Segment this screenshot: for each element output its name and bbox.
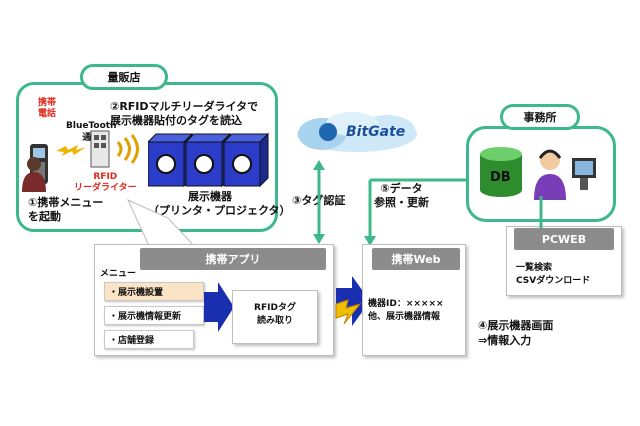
person-icon [22,157,46,192]
rfid-label: RFID リーダライター [74,172,137,193]
menu-item-store-register[interactable]: ・店舗登録 [104,330,194,349]
rf-wave-icon [116,134,139,164]
rfid-read-text: RFIDタグ 読み取り [254,303,296,326]
step3-arrow [313,160,325,244]
step2-text: ②RFIDマルチリーダライタで 展示機器貼付のタグを読込 [110,100,259,127]
step1-text: ①携帯メニュー を起動 [28,196,104,223]
db-label: DB [490,170,511,185]
pcweb-text: 一覧検索 CSVダウンロード [516,263,591,286]
bitgate-label: BitGate [346,124,406,140]
callout-pointer [126,198,198,249]
pcweb-title: PCWEB [514,228,614,250]
app-title: 携帯アプリ [140,248,326,270]
web-title: 携帯Web [372,248,460,270]
office-title: 事務所 [500,104,580,130]
office-connector [539,196,543,228]
step5-text: ⑤データ 参照・更新 [374,182,429,209]
phone-label: 携帯 電話 [38,98,57,119]
step5-arrows [364,174,478,246]
exhibit-devices-icon [148,132,270,188]
menu-heading: メニュー [100,269,137,279]
rfid-reader-icon [90,130,110,168]
web-content: 機器ID：××××× 他、展示機器情報 [368,299,444,322]
menu-item-update[interactable]: ・展示機情報更新 [104,306,204,325]
bluetooth-signal-icon [56,145,86,156]
lightning-icon [335,299,362,325]
store-title: 量販店 [80,64,168,90]
database-icon [480,147,522,197]
menu-item-install[interactable]: ・展示機設置 [104,282,204,301]
operator-icon [534,149,596,200]
bitgate-cloud-icon [297,112,417,152]
rfid-read-box [232,290,318,344]
step4-text: ④展示機器画面 ⇒情報入力 [478,319,554,347]
menu-to-rfid-arrow [204,282,234,332]
devices-label: 展示機器 （プリンタ・プロジェクタ） [148,190,291,217]
